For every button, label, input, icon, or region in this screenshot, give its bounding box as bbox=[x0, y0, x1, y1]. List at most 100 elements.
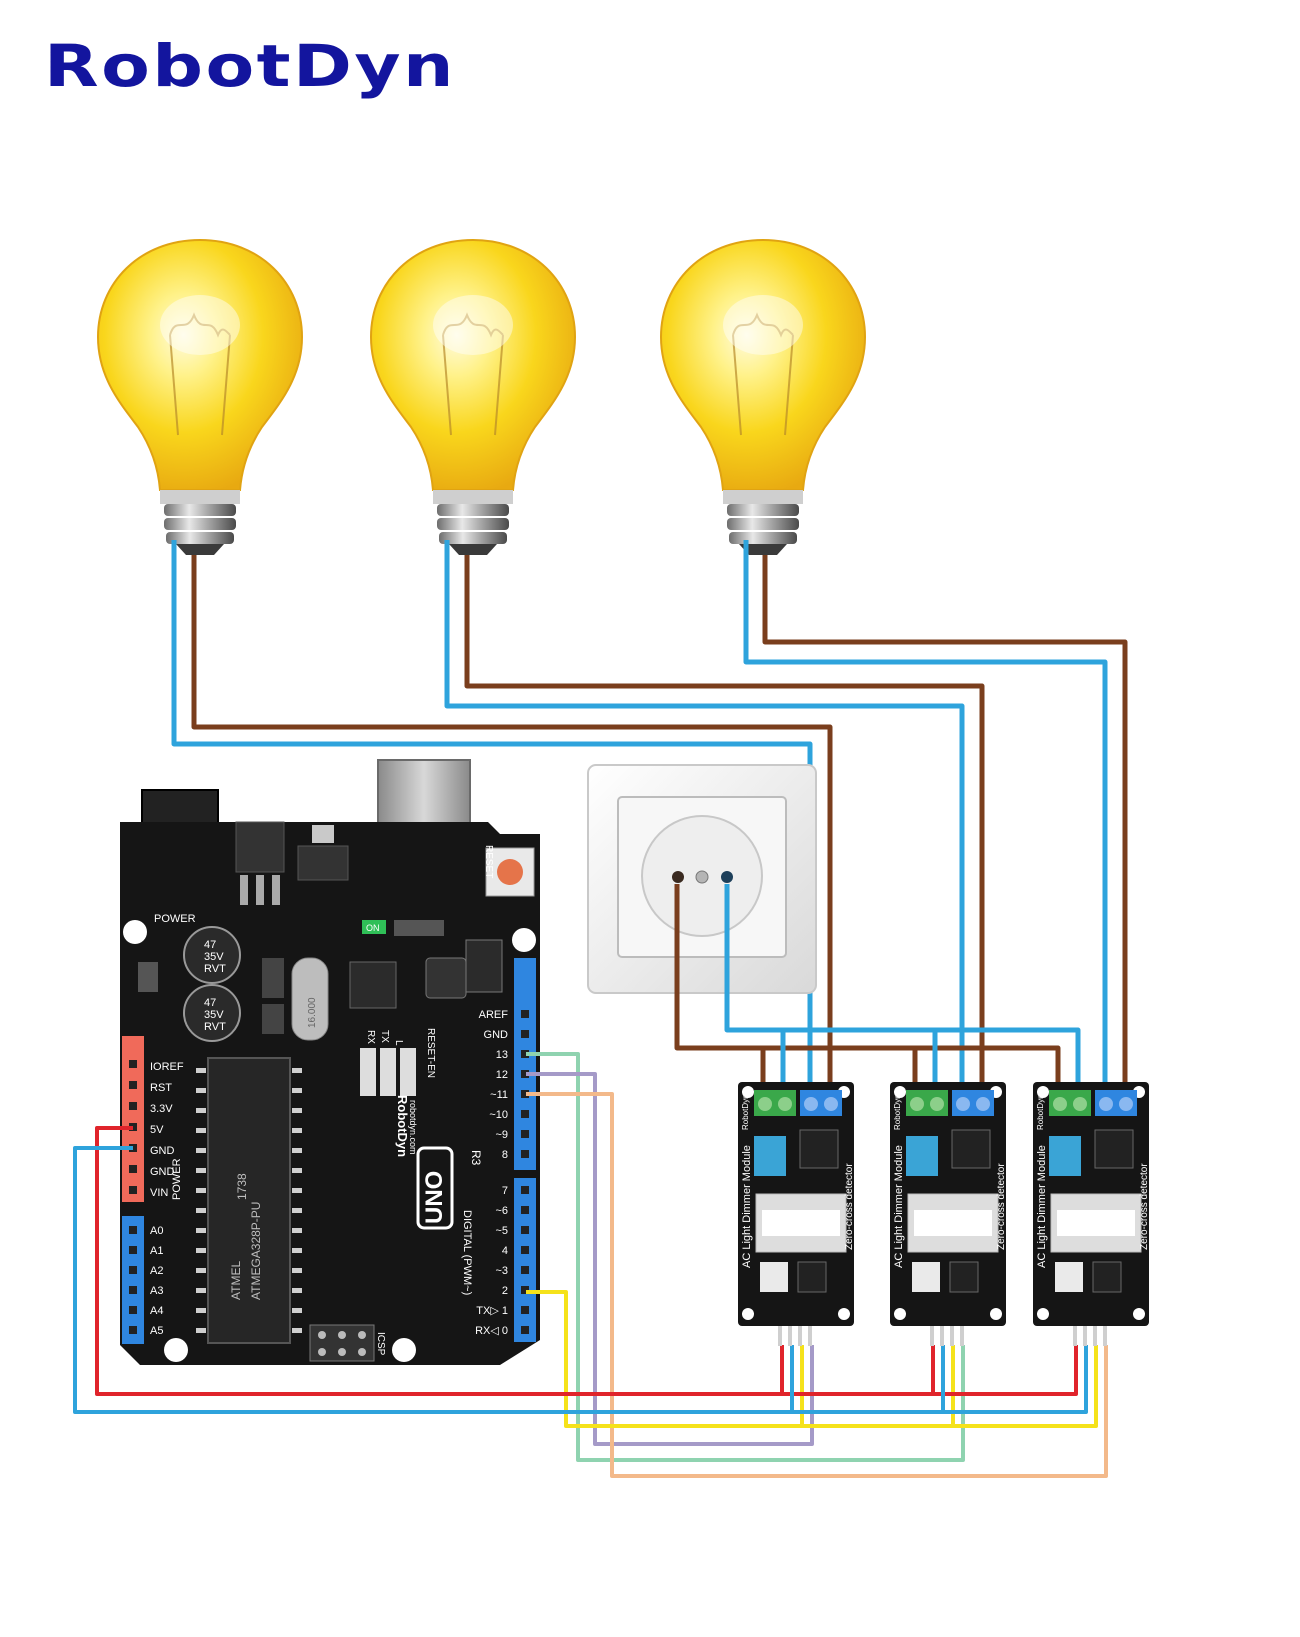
gnd-blue-wire bbox=[73, 1146, 1088, 1414]
svg-text:AC Light Dimmer Module: AC Light Dimmer Module bbox=[741, 1145, 753, 1268]
svg-text:~6: ~6 bbox=[495, 1205, 508, 1217]
arduino-uno-board: RESET 47 35V RVT 47 35V RVT POWER ON 16.… bbox=[98, 759, 540, 1365]
power-jack-label: POWER bbox=[154, 913, 196, 925]
dimmer-module-3: AC Light Dimmer Module Zero-cross detect… bbox=[1033, 1082, 1150, 1346]
status-leds: L TX RX bbox=[360, 1030, 416, 1096]
svg-text:RVT: RVT bbox=[204, 1021, 226, 1033]
svg-text:3.3V: 3.3V bbox=[150, 1103, 173, 1115]
svg-text:VIN: VIN bbox=[150, 1187, 168, 1199]
svg-text:ANALOG IN: ANALOG IN bbox=[98, 1240, 110, 1300]
light-bulb-2 bbox=[370, 239, 576, 556]
svg-text:4: 4 bbox=[502, 1245, 508, 1257]
svg-text:AREF: AREF bbox=[479, 1009, 509, 1021]
svg-text:Zero-cross detector: Zero-cross detector bbox=[996, 1163, 1007, 1250]
svg-text:A5: A5 bbox=[150, 1325, 163, 1337]
icsp-header: ICSP bbox=[309, 1324, 386, 1362]
svg-text:UNO: UNO bbox=[421, 1171, 448, 1224]
svg-text:A1: A1 bbox=[150, 1245, 163, 1257]
svg-text:RST: RST bbox=[150, 1082, 172, 1094]
socket-brown-wire bbox=[674, 884, 1061, 1092]
svg-text:TX▷ 1: TX▷ 1 bbox=[476, 1305, 508, 1317]
pin2-yellow-wire bbox=[526, 1290, 1098, 1428]
pin11-orange-wire bbox=[526, 1092, 1108, 1478]
brand-logo: RobotDyn bbox=[44, 32, 456, 100]
svg-text:Zero-cross detector: Zero-cross detector bbox=[844, 1163, 855, 1250]
bulb2-brown-wire bbox=[464, 555, 985, 1092]
svg-text:7: 7 bbox=[502, 1185, 508, 1197]
svg-text:16.000: 16.000 bbox=[307, 997, 318, 1028]
wall-socket bbox=[587, 764, 817, 994]
svg-text:~9: ~9 bbox=[495, 1129, 508, 1141]
socket-wires bbox=[674, 884, 1081, 1092]
bulb1-brown-wire bbox=[191, 555, 833, 1092]
svg-text:5V: 5V bbox=[150, 1124, 164, 1136]
atmega-chip: ATMEL ATMEGA328P-PU 1738 bbox=[207, 1057, 291, 1344]
svg-text:IOREF: IOREF bbox=[150, 1061, 184, 1073]
digital-header-bottom bbox=[514, 1178, 536, 1342]
svg-text:A4: A4 bbox=[150, 1305, 163, 1317]
bulb2-blue-wire bbox=[444, 540, 965, 1092]
svg-text:A0: A0 bbox=[150, 1225, 163, 1237]
svg-text:RVT: RVT bbox=[204, 963, 226, 975]
svg-text:8: 8 bbox=[502, 1149, 508, 1161]
vcc-red-wire bbox=[95, 1126, 1078, 1396]
svg-text:~3: ~3 bbox=[495, 1265, 508, 1277]
analog-pin-labels: A0 A1 A2 A3 A4 A5 bbox=[150, 1225, 163, 1337]
svg-text:RobotDyn: RobotDyn bbox=[1036, 1094, 1045, 1130]
capacitor-2: 47 35V RVT bbox=[183, 984, 241, 1042]
svg-text:TX: TX bbox=[379, 1030, 390, 1043]
svg-text:12: 12 bbox=[496, 1069, 508, 1081]
svg-text:RobotDyn: RobotDyn bbox=[741, 1094, 750, 1130]
svg-text:13: 13 bbox=[496, 1049, 508, 1061]
power-header bbox=[122, 1036, 144, 1202]
light-bulb-1 bbox=[97, 239, 303, 556]
svg-text:robotdyn.com: robotdyn.com bbox=[408, 1100, 418, 1155]
svg-text:RX: RX bbox=[365, 1030, 376, 1044]
socket-blue-wire bbox=[724, 884, 1081, 1092]
svg-text:RX◁ 0: RX◁ 0 bbox=[475, 1325, 508, 1337]
digital-pin-labels-bottom: 7 ~6 ~5 4 ~3 2 TX▷ 1 RX◁ 0 bbox=[475, 1185, 508, 1337]
svg-text:AC Light Dimmer Module: AC Light Dimmer Module bbox=[893, 1145, 905, 1268]
svg-text:35V: 35V bbox=[204, 951, 224, 963]
svg-text:1738: 1738 bbox=[235, 1173, 249, 1200]
svg-text:A3: A3 bbox=[150, 1285, 163, 1297]
svg-text:~11: ~11 bbox=[490, 1089, 508, 1101]
svg-text:A2: A2 bbox=[150, 1265, 163, 1277]
svg-text:DIGITAL (PWM~): DIGITAL (PWM~) bbox=[461, 1210, 473, 1295]
analog-header bbox=[122, 1216, 144, 1344]
bulb3-brown-wire bbox=[762, 555, 1128, 1092]
svg-text:ATMEL: ATMEL bbox=[229, 1261, 243, 1300]
light-bulb-3 bbox=[660, 239, 866, 556]
svg-text:GND: GND bbox=[150, 1145, 175, 1157]
svg-text:POWER: POWER bbox=[171, 1158, 183, 1200]
svg-text:RESET: RESET bbox=[483, 845, 494, 878]
dimmer-module-2: AC Light Dimmer Module Zero-cross detect… bbox=[890, 1082, 1007, 1346]
svg-text:RobotDyn: RobotDyn bbox=[893, 1094, 902, 1130]
svg-text:47: 47 bbox=[204, 997, 216, 1009]
svg-text:ON: ON bbox=[366, 923, 380, 933]
svg-text:ICSP: ICSP bbox=[375, 1332, 386, 1356]
signal-wires bbox=[73, 1052, 1108, 1478]
svg-text:35V: 35V bbox=[204, 1009, 224, 1021]
svg-text:R3: R3 bbox=[469, 1150, 483, 1166]
svg-text:~5: ~5 bbox=[495, 1225, 508, 1237]
svg-text:2: 2 bbox=[502, 1285, 508, 1297]
pin13-green-wire bbox=[526, 1052, 965, 1462]
svg-text:RESET-EN: RESET-EN bbox=[425, 1028, 436, 1078]
svg-text:GND: GND bbox=[484, 1029, 509, 1041]
digital-pin-labels-top: AREF GND 13 12 ~11 ~10 ~9 8 bbox=[479, 1009, 509, 1161]
svg-text:47: 47 bbox=[204, 939, 216, 951]
svg-text:GND: GND bbox=[150, 1166, 175, 1178]
dimmer-module-1: AC Light Dimmer Module Zero-cross detect… bbox=[738, 1082, 855, 1346]
svg-text:L: L bbox=[393, 1040, 404, 1046]
svg-text:RobotDyn: RobotDyn bbox=[395, 1095, 410, 1157]
svg-text:Zero-cross detector: Zero-cross detector bbox=[1139, 1163, 1150, 1250]
digital-header-top bbox=[514, 958, 536, 1170]
svg-text:AC Light Dimmer Module: AC Light Dimmer Module bbox=[1036, 1145, 1048, 1268]
uno-logo: UNO R3 RobotDyn robotdyn.com bbox=[395, 1095, 483, 1230]
svg-text:~10: ~10 bbox=[489, 1109, 508, 1121]
capacitor-1: 47 35V RVT bbox=[183, 926, 241, 984]
bulb3-blue-wire bbox=[743, 540, 1108, 1092]
svg-text:ATMEGA328P-PU: ATMEGA328P-PU bbox=[249, 1202, 263, 1300]
